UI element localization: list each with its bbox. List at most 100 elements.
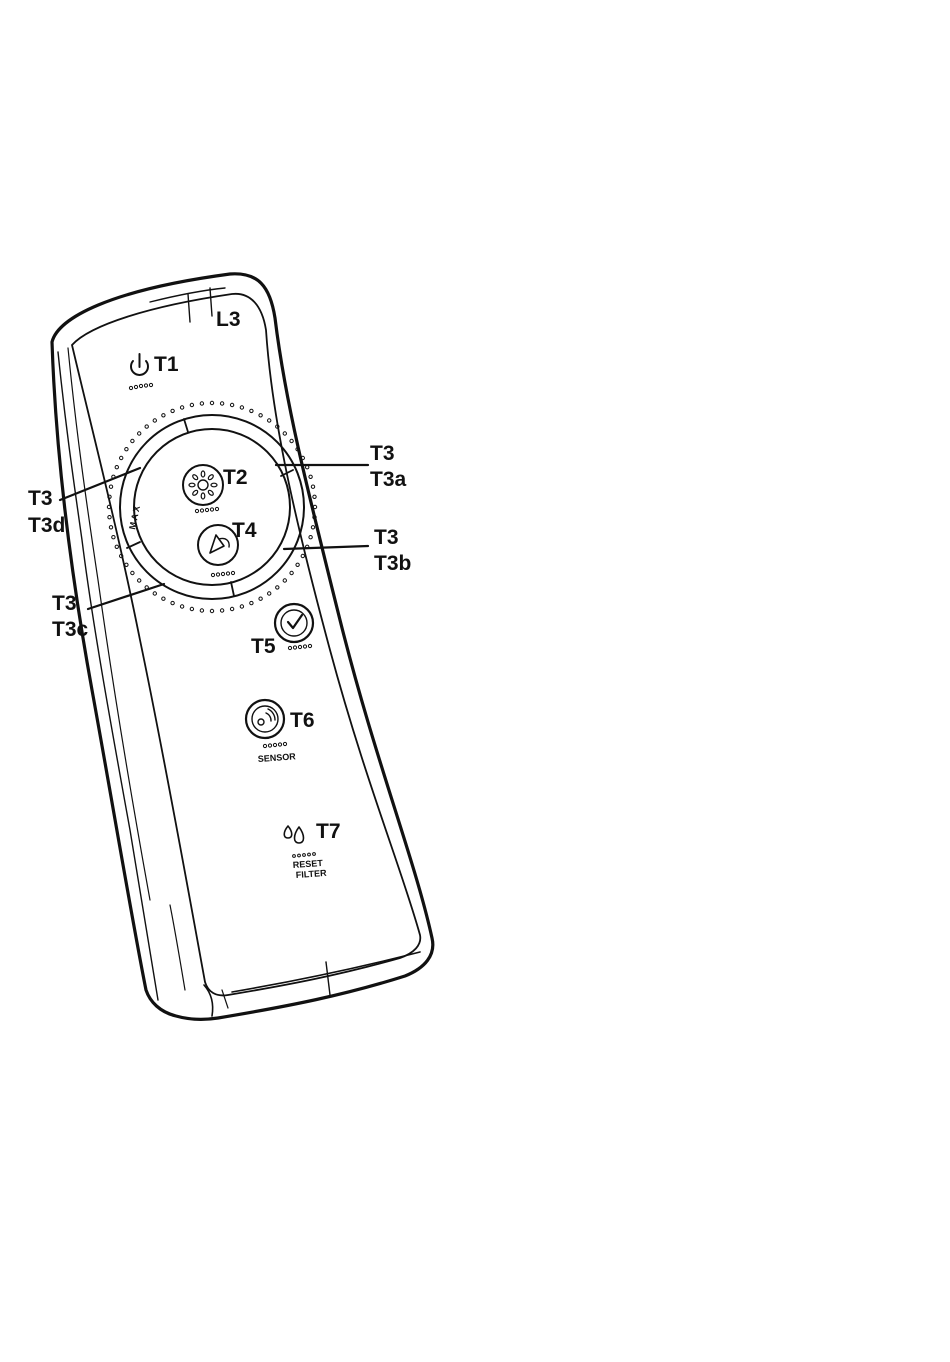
light-icon-ray [207, 474, 214, 481]
light-icon-ray [211, 483, 217, 487]
led-dot [131, 571, 134, 574]
label-t7: T7 [316, 820, 341, 843]
led-dot [171, 601, 174, 604]
led-dot [190, 607, 193, 610]
led-dot [311, 526, 314, 529]
light-icon-ray [192, 489, 199, 496]
led-dot [259, 597, 262, 600]
led-dot [153, 419, 156, 422]
led-dot [220, 609, 223, 612]
led-dot [230, 607, 233, 610]
led-dot [138, 579, 141, 582]
label-t6: T6 [290, 709, 315, 732]
fan-icon [210, 535, 229, 553]
led-dot [153, 592, 156, 595]
label-t5: T5 [251, 635, 276, 658]
led-dot [313, 505, 316, 508]
max-label: MAX [127, 503, 142, 531]
led-dot [240, 605, 243, 608]
led-dot [115, 545, 118, 548]
led-dot [268, 592, 271, 595]
sensor-label: SENSOR [257, 751, 296, 764]
led-dot [190, 403, 193, 406]
led-dot [283, 579, 286, 582]
led-dot [311, 485, 314, 488]
led-dot [131, 439, 134, 442]
t3-segment-separators [127, 419, 293, 596]
t1-led-dots [129, 383, 152, 389]
led-dot [200, 609, 203, 612]
light-icon-core [198, 480, 208, 490]
led-dot [301, 554, 304, 557]
filter-label: FILTER [295, 868, 327, 880]
led-dot [162, 414, 165, 417]
led-dot [283, 432, 286, 435]
t5-check-button[interactable] [275, 604, 313, 650]
label-t1: T1 [154, 353, 179, 376]
label-t3d-bottom: T3d [28, 514, 65, 537]
label-t3c-bottom: T3c [52, 618, 89, 641]
light-icon [189, 471, 217, 499]
led-dot [138, 432, 141, 435]
led-dot [309, 536, 312, 539]
led-dot [290, 571, 293, 574]
label-t3d-top: T3 [28, 487, 53, 510]
led-dot [220, 402, 223, 405]
t6-led-dots [263, 742, 286, 747]
label-t3c-top: T3 [52, 592, 77, 615]
led-dot [276, 586, 279, 589]
led-dot [115, 466, 118, 469]
light-icon-ray [192, 474, 199, 481]
t4-led-dots [211, 571, 234, 576]
light-icon-ray [201, 493, 205, 499]
label-t4: T4 [232, 519, 257, 542]
led-dot [250, 409, 253, 412]
led-dot [162, 597, 165, 600]
label-t3a-top: T3 [370, 442, 395, 465]
led-dot [250, 601, 253, 604]
t1-power-button[interactable] [129, 354, 152, 390]
led-dot [230, 403, 233, 406]
led-dot [240, 406, 243, 409]
led-dot [268, 419, 271, 422]
led-dot [120, 456, 123, 459]
drops-icon [284, 826, 303, 843]
light-icon-ray [207, 489, 214, 496]
led-dot [309, 475, 312, 478]
light-icon-ray [201, 471, 205, 477]
led-dot [145, 425, 148, 428]
led-dot [171, 409, 174, 412]
label-t3b-top: T3 [374, 526, 399, 549]
label-t2: T2 [223, 466, 248, 489]
led-dot [210, 609, 213, 612]
label-l3: L3 [216, 308, 241, 331]
led-dot [210, 401, 213, 404]
t6-sensor-button[interactable]: SENSOR [246, 700, 297, 764]
label-t3a-bottom: T3a [370, 468, 407, 491]
led-dot [259, 414, 262, 417]
power-icon [131, 354, 148, 375]
t2-led-dots [195, 507, 218, 512]
check-icon [288, 615, 302, 628]
led-dot [109, 526, 112, 529]
led-dot [200, 402, 203, 405]
t5-led-dots [288, 644, 311, 649]
led-dot [125, 448, 128, 451]
remote-body [52, 274, 433, 1020]
led-dot [296, 563, 299, 566]
light-icon-ray [189, 483, 195, 487]
t7-led-dots [293, 853, 316, 858]
led-dot [313, 495, 316, 498]
t2-light-button[interactable] [183, 465, 223, 513]
led-dot [290, 439, 293, 442]
t3-dial[interactable]: MAX [120, 415, 304, 599]
led-dot [112, 536, 115, 539]
led-dot [180, 605, 183, 608]
label-t3b-bottom: T3b [374, 552, 411, 575]
leader-t3b [284, 546, 368, 549]
sensor-icon [258, 709, 275, 725]
led-dot [109, 485, 112, 488]
led-dot [108, 516, 111, 519]
led-dot [125, 563, 128, 566]
